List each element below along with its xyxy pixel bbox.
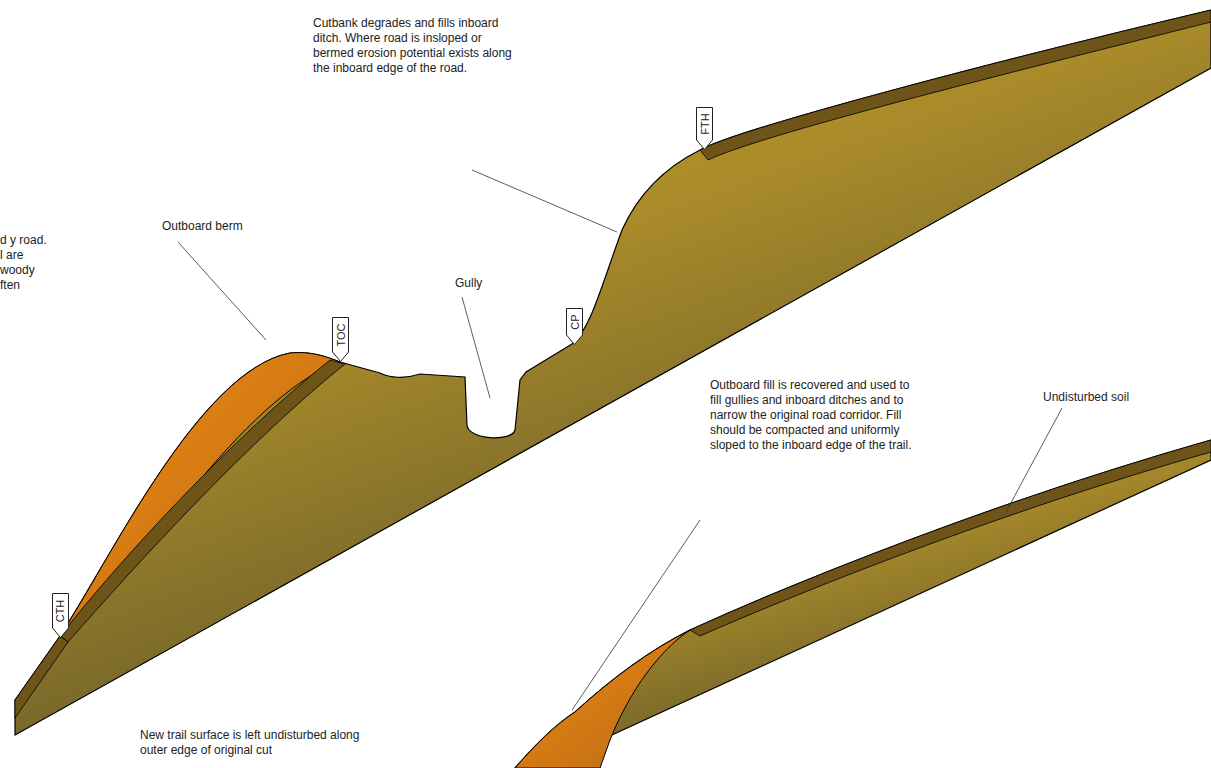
station-marker: CP <box>566 308 583 345</box>
trail-cross-section <box>515 440 1211 768</box>
trail-note: New trail surface is left undisturbed al… <box>140 728 380 758</box>
leader-lines <box>178 170 1062 710</box>
station-marker: TOC <box>332 317 349 362</box>
berm-label: Outboard berm <box>162 219 282 234</box>
station-marker: FTH <box>696 107 713 150</box>
marker-code: CP <box>568 314 580 329</box>
undisturbed-topsoil-layer <box>700 10 1211 160</box>
road-cross-section <box>15 10 1211 735</box>
buried-topsoil-layer <box>60 360 345 642</box>
undisturbed-soil-layer <box>690 440 1211 636</box>
marker-code: FTH <box>698 113 710 134</box>
gully-label: Gully <box>455 276 515 291</box>
recovered-fill-wedge <box>515 630 690 768</box>
marker-code: CTH <box>54 599 66 622</box>
soil-label: Undisturbed soil <box>1043 390 1173 405</box>
fill-note: Outboard fill is recovered and used to f… <box>710 378 915 453</box>
marker-code: TOC <box>334 323 346 346</box>
lower-topsoil-layer <box>15 636 68 718</box>
station-marker: CTH <box>52 593 69 638</box>
clipped-note: d y road. l are woody ften <box>0 233 52 293</box>
cutbank-note: Cutbank degrades and fills inboard ditch… <box>313 16 513 76</box>
